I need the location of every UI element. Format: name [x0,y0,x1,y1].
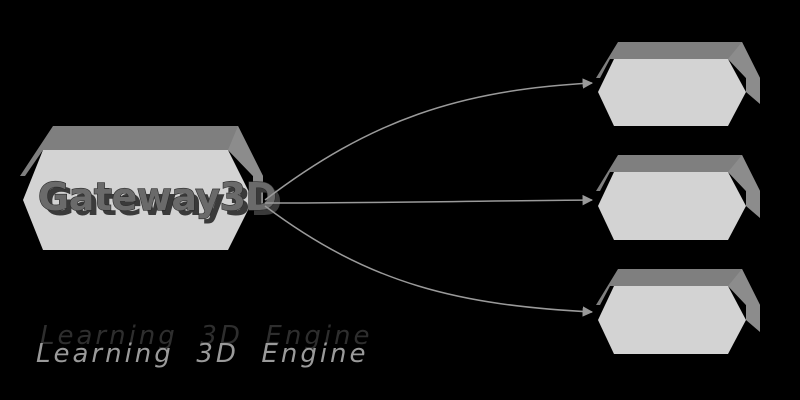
tagline: Learning 3D Engine [36,339,369,369]
tagline-shadow: Learning 3D Engine [40,321,373,351]
main-node-top [20,126,263,176]
child-node-2-top [596,155,760,191]
child-node-3-side [728,269,760,332]
child-node-3-face [598,286,746,354]
main-node-side [228,126,263,212]
main-node-label: Gateway3D [38,175,277,219]
child-node-2-side [728,155,760,218]
main-node-face [23,150,253,250]
child-node-2-face [598,172,746,240]
connector-to-node-3 [264,205,594,317]
connector-to-node-2 [264,194,594,206]
child-node-3[interactable] [596,269,760,354]
connector-to-node-1 [264,78,594,201]
child-node-2[interactable] [596,155,760,240]
child-node-1-side [728,42,760,104]
child-node-1[interactable] [596,42,760,126]
child-node-3-top [596,269,760,305]
child-node-1-top [596,42,760,78]
main-node[interactable]: Gateway3D Gateway3D [20,126,282,250]
child-node-1-face [598,59,746,126]
main-node-label-shadow: Gateway3D [43,180,282,224]
